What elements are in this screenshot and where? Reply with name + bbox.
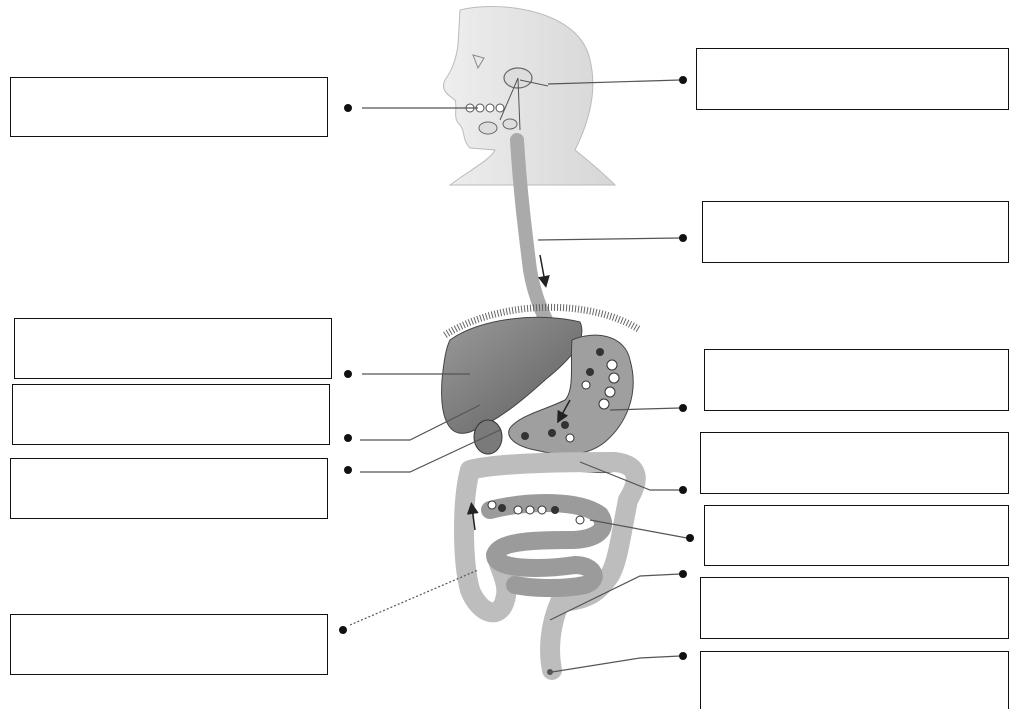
leader-dot: [339, 626, 347, 634]
label-box-liver[interactable]: [14, 318, 332, 379]
label-box-large-intestine[interactable]: [10, 614, 328, 675]
food-arrow-esophagus: [540, 255, 545, 282]
gland-dot: [496, 104, 504, 112]
leader-dot: [679, 570, 687, 578]
gland-dot: [486, 104, 494, 112]
leader-dot: [679, 486, 687, 494]
sublingual-gland: [503, 119, 517, 129]
leader-dot: [679, 652, 687, 660]
label-box-esophagus[interactable]: [702, 201, 1009, 263]
label-box-duodenum[interactable]: [10, 458, 328, 519]
leader-line: [538, 238, 680, 240]
head-silhouette: [443, 7, 615, 185]
leader-dot: [679, 76, 687, 84]
label-box-mouth[interactable]: [696, 48, 1009, 110]
label-box-small-intestine[interactable]: [704, 505, 1009, 566]
leader-dot: [679, 404, 687, 412]
leader-dot: [344, 370, 352, 378]
leader-dot: [679, 234, 687, 242]
label-box-pancreas[interactable]: [700, 432, 1009, 494]
label-box-rectum[interactable]: [700, 577, 1009, 639]
label-box-gallbladder[interactable]: [12, 384, 330, 445]
label-box-salivary-glands[interactable]: [10, 77, 328, 137]
label-box-stomach[interactable]: [704, 349, 1009, 411]
leader-dot: [344, 466, 352, 474]
leader-dot: [344, 104, 352, 112]
leader-dot: [686, 534, 694, 542]
label-box-anus[interactable]: [700, 651, 1009, 709]
leader-dot: [344, 434, 352, 442]
leader-line: [552, 656, 680, 672]
gallbladder-shape: [474, 420, 502, 454]
submandibular-gland: [479, 122, 497, 134]
